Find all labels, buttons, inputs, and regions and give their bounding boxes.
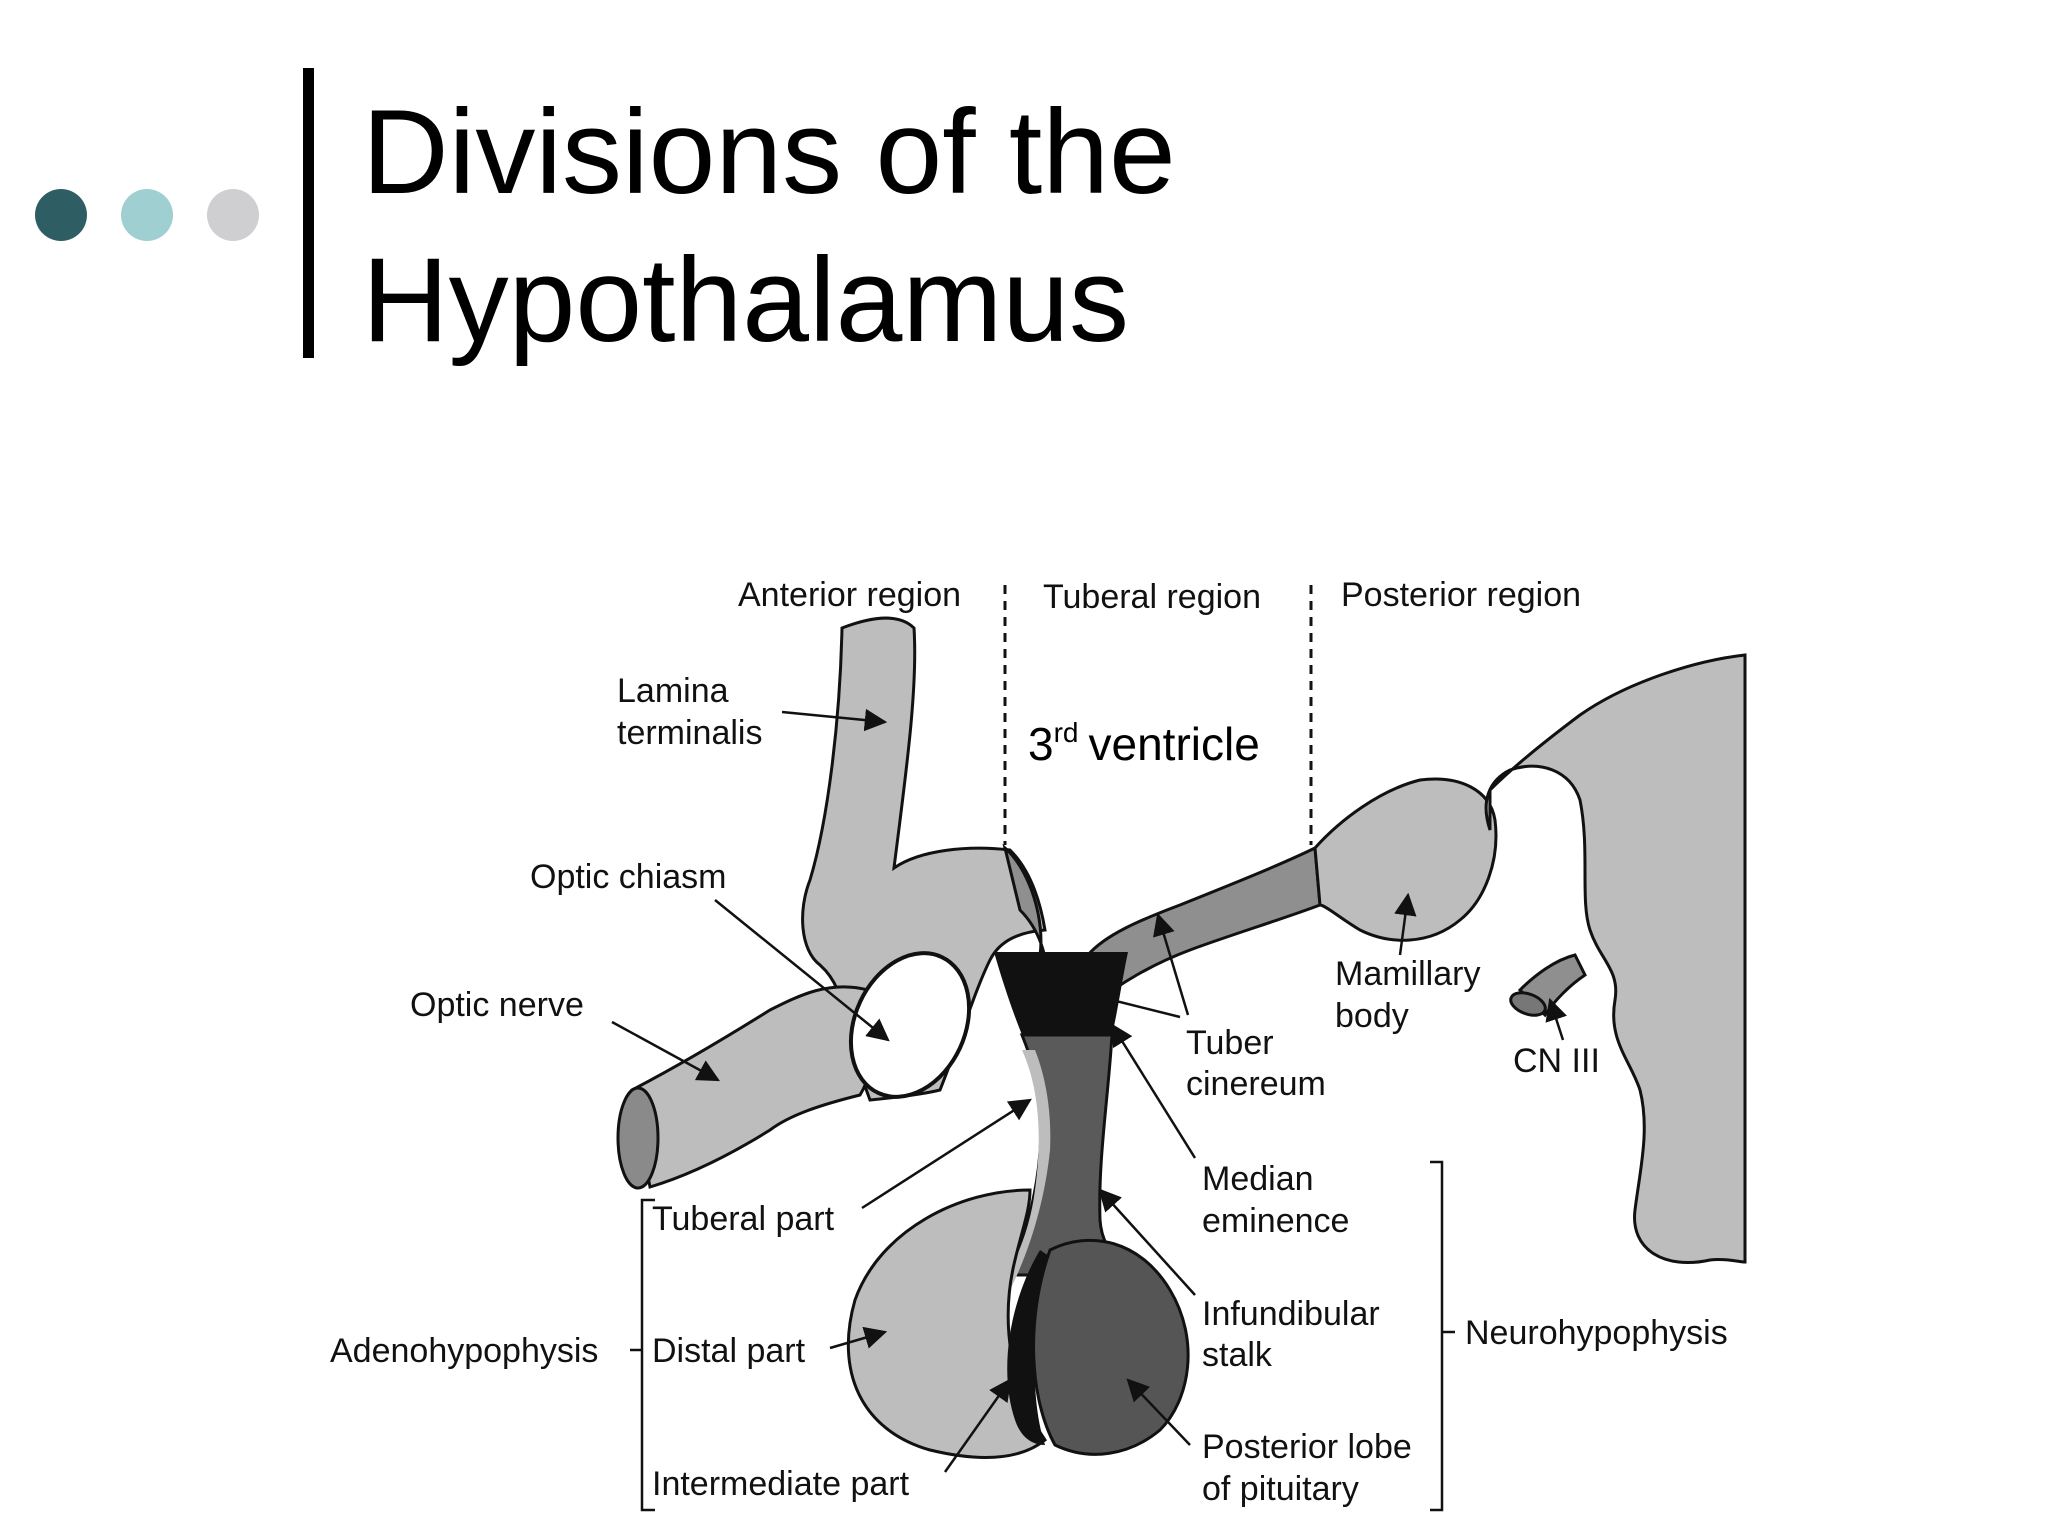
tuber-arrow-1 xyxy=(1093,989,1181,1019)
median-eminence-label-1: Median xyxy=(1202,1160,1314,1198)
tuber-cinereum-label-2: cinereum xyxy=(1186,1065,1326,1103)
optic-nerve-shape xyxy=(630,985,877,1189)
posterior-lobe-label-1: Posterior lobe xyxy=(1202,1428,1412,1466)
lamina-terminalis-label-1: Lamina xyxy=(617,672,729,710)
posterior-region-label: Posterior region xyxy=(1341,576,1581,614)
third-ventricle-number: 3 xyxy=(1028,718,1054,770)
tuberal-region-label: Tuberal region xyxy=(1043,578,1261,616)
lamina-terminalis-label-2: terminalis xyxy=(617,714,762,752)
third-ventricle-word: ventricle xyxy=(1089,718,1260,770)
decor-dot-dark xyxy=(35,189,87,241)
mamillary-arrow xyxy=(1394,892,1417,956)
optic-nerve-cut-end xyxy=(616,1086,660,1190)
infundibular-arrow xyxy=(1098,1188,1196,1296)
lamina-arrow xyxy=(781,708,888,732)
optic-nerve-arrow xyxy=(611,1020,720,1082)
optic-chiasm-label: Optic chiasm xyxy=(530,858,727,896)
median-eminence-arrow xyxy=(1110,1023,1197,1159)
title-line-1: Divisions of the xyxy=(362,85,1176,219)
intermediate-part-shape xyxy=(1007,1250,1055,1445)
tuber-cinereum-label-1: Tuber xyxy=(1186,1024,1274,1062)
pars-tuberalis-shape xyxy=(998,1050,1051,1290)
title-line-2: Hypothalamus xyxy=(362,233,1130,367)
third-ventricle-suffix: rd xyxy=(1054,717,1079,748)
distal-part-label: Distal part xyxy=(652,1332,806,1370)
optic-nerve-label: Optic nerve xyxy=(410,986,584,1024)
posterior-lobe-shape xyxy=(1032,1238,1190,1456)
tuberal-part-label: Tuberal part xyxy=(652,1200,835,1238)
intermediate-part-arrow xyxy=(943,1378,1012,1473)
decor-dot-teal xyxy=(121,189,173,241)
decor-dot-gray xyxy=(207,189,259,241)
tuber-arrow-2 xyxy=(1153,912,1190,1016)
distal-part-arrow xyxy=(829,1326,888,1350)
posterior-lobe-arrow xyxy=(1126,1378,1191,1446)
page-title: Divisions of the Hypothalamus xyxy=(362,78,1176,374)
mamillary-body-shape xyxy=(1313,777,1498,942)
neurohypophysis-label: Neurohypophysis xyxy=(1465,1314,1728,1352)
posterior-lobe-label-2: of pituitary xyxy=(1202,1470,1359,1508)
cn3-arrow xyxy=(1545,997,1567,1041)
adenohypophysis-bracket xyxy=(640,1198,655,1512)
neurohypophysis-bracket xyxy=(1430,1160,1444,1512)
intermediate-part-label: Intermediate part xyxy=(652,1465,910,1503)
anterior-region-label: Anterior region xyxy=(738,576,961,614)
adenohypophysis-label: Adenohypophysis xyxy=(330,1332,598,1370)
cn3-label: CN III xyxy=(1513,1042,1600,1080)
lamina-terminalis-shape xyxy=(801,616,1047,1102)
infundibular-stalk-label-1: Infundibular xyxy=(1202,1295,1380,1333)
cn3-cut-end xyxy=(1509,991,1547,1017)
infundibular-stalk-label-2: stalk xyxy=(1202,1336,1273,1374)
mamillary-body-label-2: body xyxy=(1335,997,1409,1035)
optic-chiasm-shape xyxy=(848,951,972,1099)
median-eminence-shape xyxy=(994,952,1128,1035)
median-eminence-label-2: eminence xyxy=(1202,1202,1349,1240)
optic-chiasm-arrow xyxy=(714,899,890,1042)
third-ventricle-label: 3rd ventricle xyxy=(1028,717,1260,770)
mamillary-body-label-1: Mamillary xyxy=(1335,955,1480,993)
tuberal-part-arrow xyxy=(861,1098,1032,1210)
brainstem-shape xyxy=(1484,653,1747,1265)
title-divider xyxy=(303,68,314,358)
